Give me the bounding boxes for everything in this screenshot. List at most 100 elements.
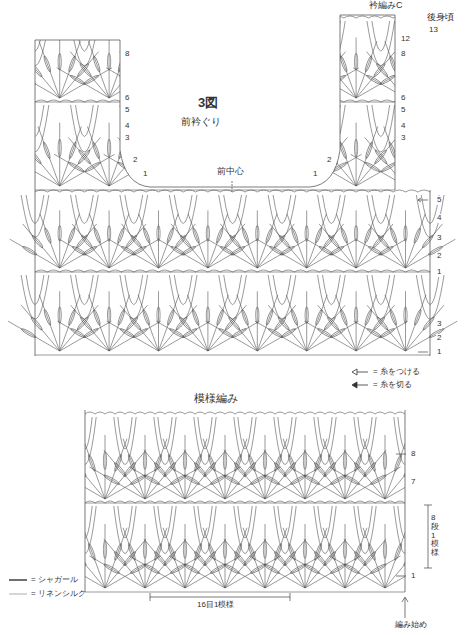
- stitch-stroke: [286, 295, 306, 351]
- stitch-stroke: [192, 227, 200, 243]
- stitch-stroke: [224, 539, 265, 588]
- stitch-stroke: [158, 506, 172, 538]
- stitch-stroke: [159, 126, 181, 186]
- stitch-stroke: [206, 225, 209, 241]
- stitch-stroke: [323, 63, 336, 78]
- stitch-stroke: [314, 417, 336, 464]
- stitch-stroke: [413, 227, 421, 243]
- stitch-stroke: [323, 275, 341, 305]
- stitch-stroke: [413, 309, 422, 326]
- stitch-stroke: [170, 245, 185, 256]
- stitch-stroke: [157, 53, 160, 70]
- stitch-stroke: [109, 126, 131, 186]
- stitch-stroke: [335, 41, 356, 98]
- stitch-stroke: [105, 450, 146, 499]
- stitch-stroke: [117, 227, 125, 243]
- stitch-stroke: [119, 74, 135, 85]
- stitch-stroke: [290, 55, 299, 72]
- stitch-stroke: [238, 417, 252, 449]
- stitch-stroke: [105, 524, 106, 588]
- stitch-stroke: [268, 105, 296, 152]
- start-label: 編み始め: [394, 621, 428, 630]
- stitch-stroke: [306, 291, 307, 351]
- stitch-stroke: [126, 63, 139, 78]
- stitch-stroke: [127, 543, 136, 561]
- stitch-stroke: [183, 541, 186, 559]
- row-number: 1: [142, 170, 148, 179]
- part-name: 後身頃: [426, 13, 455, 23]
- stitch-stroke: [85, 528, 105, 588]
- stitch-stroke: [287, 454, 296, 472]
- stitch-stroke: [103, 563, 120, 575]
- stitch-stroke: [257, 41, 278, 98]
- stitch-stroke: [226, 149, 240, 165]
- stitch-stroke: [314, 506, 336, 553]
- stitch-stroke: [252, 154, 307, 186]
- stitch-stroke: [265, 309, 274, 326]
- stitch-stroke: [10, 239, 60, 268]
- legend-text: = リネンシルク: [31, 588, 86, 599]
- row-arrow: [418, 352, 428, 353]
- stitch-stroke: [305, 539, 346, 588]
- stitch-stroke: [406, 137, 447, 186]
- stitch-stroke: [265, 556, 320, 588]
- stitch-stroke: [60, 239, 110, 268]
- stitch-stroke: [307, 52, 346, 98]
- stitch-stroke: [394, 454, 403, 472]
- stitch-stroke: [158, 123, 159, 186]
- stitch-stroke: [290, 467, 345, 499]
- stitch-stroke: [142, 227, 150, 243]
- stitch-stroke: [405, 210, 406, 268]
- stitch-stroke: [57, 68, 109, 98]
- stitch-stroke: [281, 74, 297, 85]
- stitch-stroke: [265, 435, 266, 499]
- stitch-stroke: [223, 563, 240, 575]
- stitch-stroke: [301, 154, 356, 186]
- stitch-stroke: [132, 74, 148, 85]
- stitch-pattern: [8, 190, 457, 355]
- stitch-stroke: [264, 539, 305, 588]
- row-number: 4: [124, 122, 130, 131]
- stitch-stroke: [355, 225, 358, 241]
- stitch-stroke: [354, 321, 406, 351]
- stitch-stroke: [71, 195, 99, 238]
- stitch-stroke: [355, 139, 358, 157]
- chart-subtitle: 前衿ぐり: [181, 116, 221, 127]
- legend-text: = 糸を切る: [373, 379, 412, 390]
- stitch-stroke: [174, 21, 192, 51]
- legend-row: = シャガール: [8, 574, 78, 585]
- stitch-stroke: [104, 154, 159, 186]
- stitch-stroke: [388, 141, 397, 159]
- stitch-stroke: [372, 275, 390, 305]
- stitch-stroke: [257, 239, 307, 268]
- stitch-stroke: [218, 328, 234, 339]
- row-number: 2: [436, 252, 442, 261]
- stitch-stroke: [109, 291, 110, 351]
- stitch-stroke: [138, 295, 158, 351]
- stitch-stroke: [356, 154, 411, 186]
- row-number: 3: [400, 134, 406, 143]
- stitch-stroke: [383, 452, 386, 470]
- stitch-stroke: [184, 539, 225, 588]
- stitch-stroke: [233, 551, 247, 567]
- stitch-stroke: [306, 239, 356, 268]
- stitch-stroke: [114, 417, 136, 464]
- start-arrow: [402, 597, 408, 618]
- stitch-stroke: [125, 275, 143, 305]
- stitch-stroke: [185, 539, 226, 588]
- stitch-stroke: [127, 454, 136, 472]
- stitch-stroke: [89, 214, 109, 268]
- stitch-stroke: [120, 275, 148, 319]
- stitch-stroke: [353, 68, 405, 98]
- stitch-stroke: [265, 450, 306, 499]
- stitch-stroke: [85, 417, 92, 449]
- stitch-stroke: [326, 63, 339, 78]
- stitch-stroke: [109, 38, 110, 98]
- stitch-stroke: [385, 467, 405, 499]
- stitch-stroke: [159, 295, 179, 351]
- stitch-stroke: [247, 543, 256, 561]
- stitch-stroke: [421, 105, 439, 137]
- stitch-stroke: [225, 149, 239, 165]
- stitch-stroke: [87, 454, 96, 472]
- stitch-stroke: [345, 467, 400, 499]
